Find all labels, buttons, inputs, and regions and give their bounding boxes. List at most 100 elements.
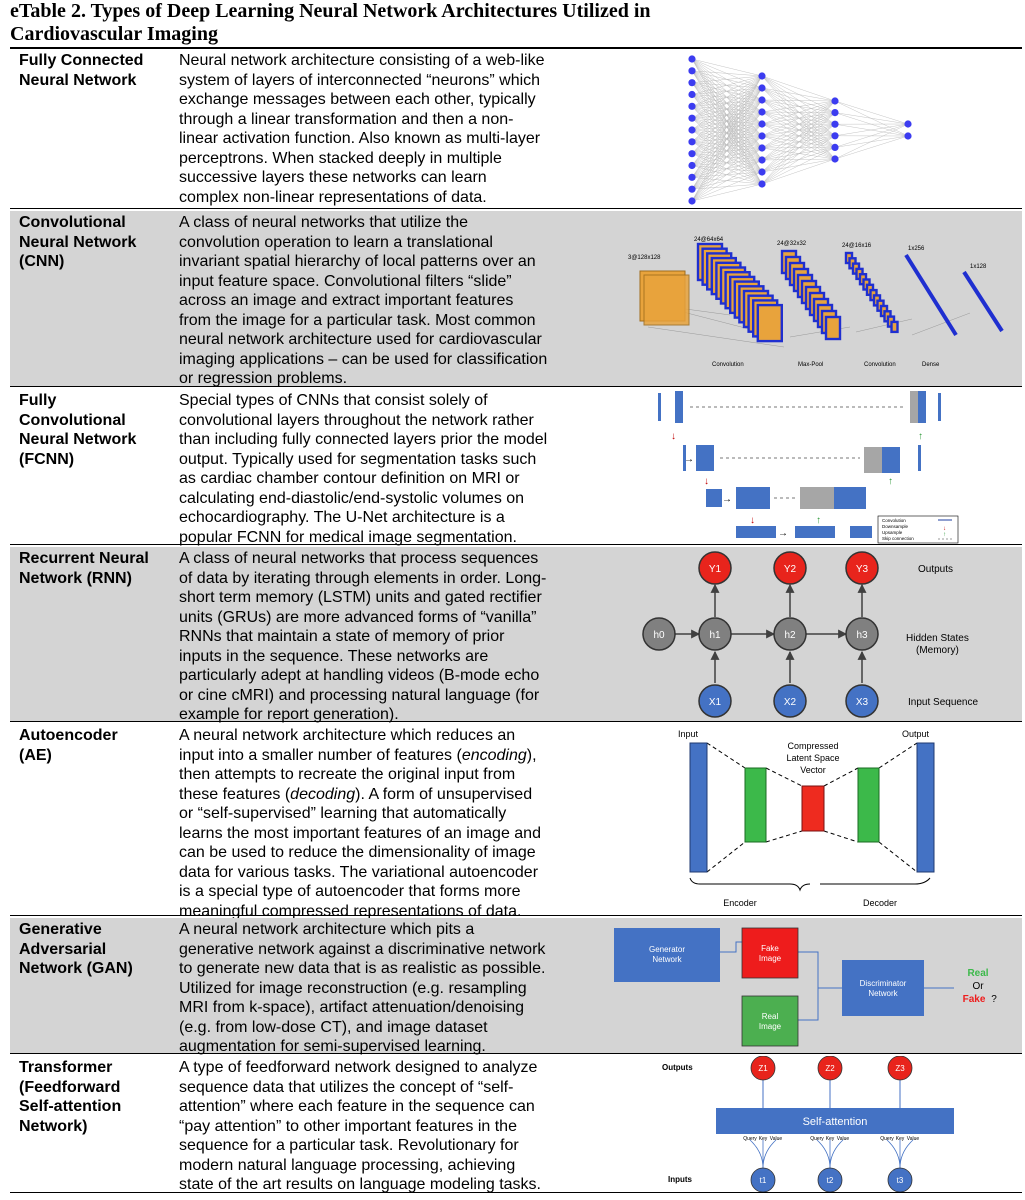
term-rnn: Recurrent Neural Network (RNN) xyxy=(19,549,169,588)
cnn-conv1-map xyxy=(756,303,784,343)
gan-fake-label-1: Fake xyxy=(761,944,779,953)
term-line: Fully Connected xyxy=(19,52,144,69)
fc-node-layer3-2 xyxy=(831,109,839,117)
desc-line: across an image and extract important fe… xyxy=(179,292,514,309)
desc-line: complex non-linear representations of da… xyxy=(179,188,487,206)
transformer-key-label-1: Key xyxy=(759,1136,768,1142)
ae-latent-label-1: Compressed xyxy=(787,741,838,751)
title-line-2: Cardiovascular Imaging xyxy=(10,23,218,45)
unet-legend-convolution: Convolution xyxy=(882,518,906,523)
ae-input-layer xyxy=(689,742,708,873)
term-line: Neural Network xyxy=(19,233,137,251)
desc-line: neural network architecture used for car… xyxy=(179,331,542,348)
desc-line: linear activation function. Also known a… xyxy=(179,130,541,147)
cnn-label-maxpool: Max-Pool xyxy=(798,362,823,368)
transformer-value-label-2: Value xyxy=(837,1136,850,1142)
unet-down-arrow-3: ↓ xyxy=(750,515,755,526)
rnn-hidden-caption-2: (Memory) xyxy=(916,645,959,656)
transformer-output-z3 xyxy=(887,1056,913,1081)
cnn-input-image-back xyxy=(643,274,690,326)
rnn-outputs-caption: Outputs xyxy=(918,564,953,575)
unet-skip-copy-3 xyxy=(800,487,834,509)
transformer-label-t3: t3 xyxy=(897,1176,904,1185)
fc-node-layer2-4 xyxy=(758,108,766,116)
desc-line: convolutional layers throughout the netw… xyxy=(179,411,534,429)
fc-node-layer3-1 xyxy=(831,97,839,105)
cnn-label-convolution: Convolution xyxy=(712,362,744,368)
fc-node-layer4-2 xyxy=(904,132,912,140)
desc-line: Special types of CNNs that consist solel… xyxy=(179,392,488,409)
cnn-label-convolution-2: Convolution xyxy=(864,362,896,368)
desc-line: exchange messages between each other, ty… xyxy=(179,91,536,108)
desc-line: to generate new data that is as realisti… xyxy=(179,960,546,977)
desc-line: A neural network architecture which pits… xyxy=(179,921,475,938)
unet-dec2-out xyxy=(918,445,921,471)
unet-legend-up-mark: ↑ xyxy=(943,532,946,538)
desc-fcnn: Special types of CNNs that consist solel… xyxy=(179,391,579,547)
ae-encoder-brace xyxy=(689,877,811,892)
term-line: Transformer xyxy=(19,1059,113,1076)
cnn-label-dense2-size: 1x128 xyxy=(970,264,987,270)
fc-node-layer1-5 xyxy=(688,102,696,110)
rnn-hidden-h1 xyxy=(698,617,732,651)
term-line: (AE) xyxy=(19,746,52,764)
desc-line: inputs in the sequence. These networks a… xyxy=(179,647,489,665)
term-line: Recurrent Neural xyxy=(19,550,149,567)
desc-line: MRI from k-space), artifact attenuation/… xyxy=(179,999,525,1016)
fc-node-layer1-11 xyxy=(688,173,696,181)
cnn-diagram: 3@128x128 24@64x64 24@32x32 24@16x16 1x2… xyxy=(628,237,1004,368)
rnn-label-h1: h1 xyxy=(709,630,721,641)
term-fully-connected: Fully Connected Neural Network xyxy=(19,51,169,90)
rnn-label-y3: Y3 xyxy=(856,564,869,575)
ae-output-layer xyxy=(916,742,935,873)
gan-real-image-box xyxy=(741,995,799,1047)
desc-line: augmentation for semi-supervised learnin… xyxy=(179,1038,486,1055)
unet-skip-copy-2 xyxy=(864,447,882,473)
desc-fully-connected: Neural network architecture consisting o… xyxy=(179,51,579,207)
table-row-rnn: Recurrent Neural Network (RNN) A class o… xyxy=(10,547,1022,723)
fc-node-layer3-6 xyxy=(831,155,839,163)
transformer-query-label-3: Query xyxy=(880,1136,894,1142)
unet-enc3-b xyxy=(736,487,770,509)
fc-node-layer1-1 xyxy=(688,55,696,63)
desc-line: (e.g. from low-dose CT), and image datas… xyxy=(179,1018,488,1036)
desc-line: units (GRUs) are more advanced forms of … xyxy=(179,608,537,626)
desc-gan: A neural network architecture which pits… xyxy=(179,920,579,1057)
transformer-value-line-1 xyxy=(762,1139,777,1169)
transformer-input-t1 xyxy=(750,1167,776,1192)
fc-node-layer2-1 xyxy=(758,72,766,80)
unet-down-arrow-2: ↓ xyxy=(704,476,709,487)
gan-diagram: Generator Network Fake Image Real Image … xyxy=(614,927,997,1047)
rnn-hidden-h0 xyxy=(642,617,676,651)
desc-line: from the image for a particular task. Mo… xyxy=(179,311,536,329)
transformer-value-line-3 xyxy=(899,1139,914,1169)
ae-encoder-layer xyxy=(744,767,767,843)
rnn-label-x1: X1 xyxy=(709,697,722,708)
unet-dec2 xyxy=(882,447,900,473)
rnn-label-h0: h0 xyxy=(653,630,665,641)
desc-line: input into a smaller number of features … xyxy=(179,746,537,764)
fc-node-layer3-4 xyxy=(831,132,839,140)
term-line: Network (GAN) xyxy=(19,960,133,977)
unet-legend: Convolution Downsample Upsample Skip con… xyxy=(877,515,959,544)
desc-line: output. Typically used for segmentation … xyxy=(179,450,537,468)
table-row-cnn: Convolutional Neural Network (CNN) A cla… xyxy=(10,211,1022,387)
table-title: eTable 2. Types of Deep Learning Neural … xyxy=(10,0,1010,46)
fc-node-layer1-13 xyxy=(688,197,696,205)
desc-line: RNNs that maintain a state of memory of … xyxy=(179,628,505,645)
desc-line: Utilized for image reconstruction (e.g. … xyxy=(179,979,527,997)
desc-line: A neural network architecture which redu… xyxy=(179,727,516,744)
gan-discriminator-label-2: Network xyxy=(868,989,898,998)
rnn-label-h2: h2 xyxy=(784,630,796,641)
unet-enc3-a xyxy=(706,489,722,507)
desc-line: echocardiography. The U-Net architecture… xyxy=(179,509,505,526)
desc-line: learns the most important features of an… xyxy=(179,824,541,842)
unet-legend-upsample: Upsample xyxy=(882,530,903,535)
term-line: Convolutional xyxy=(19,411,126,429)
term-line: (FCNN) xyxy=(19,450,75,468)
gan-real-label-1: Real xyxy=(762,1012,779,1021)
term-line: Neural Network xyxy=(19,71,137,89)
desc-line: then attempts to recreate the original i… xyxy=(179,766,516,783)
rnn-label-x2: X2 xyxy=(784,697,797,708)
desc-line: sequence data that utilizes the concept … xyxy=(179,1078,514,1096)
